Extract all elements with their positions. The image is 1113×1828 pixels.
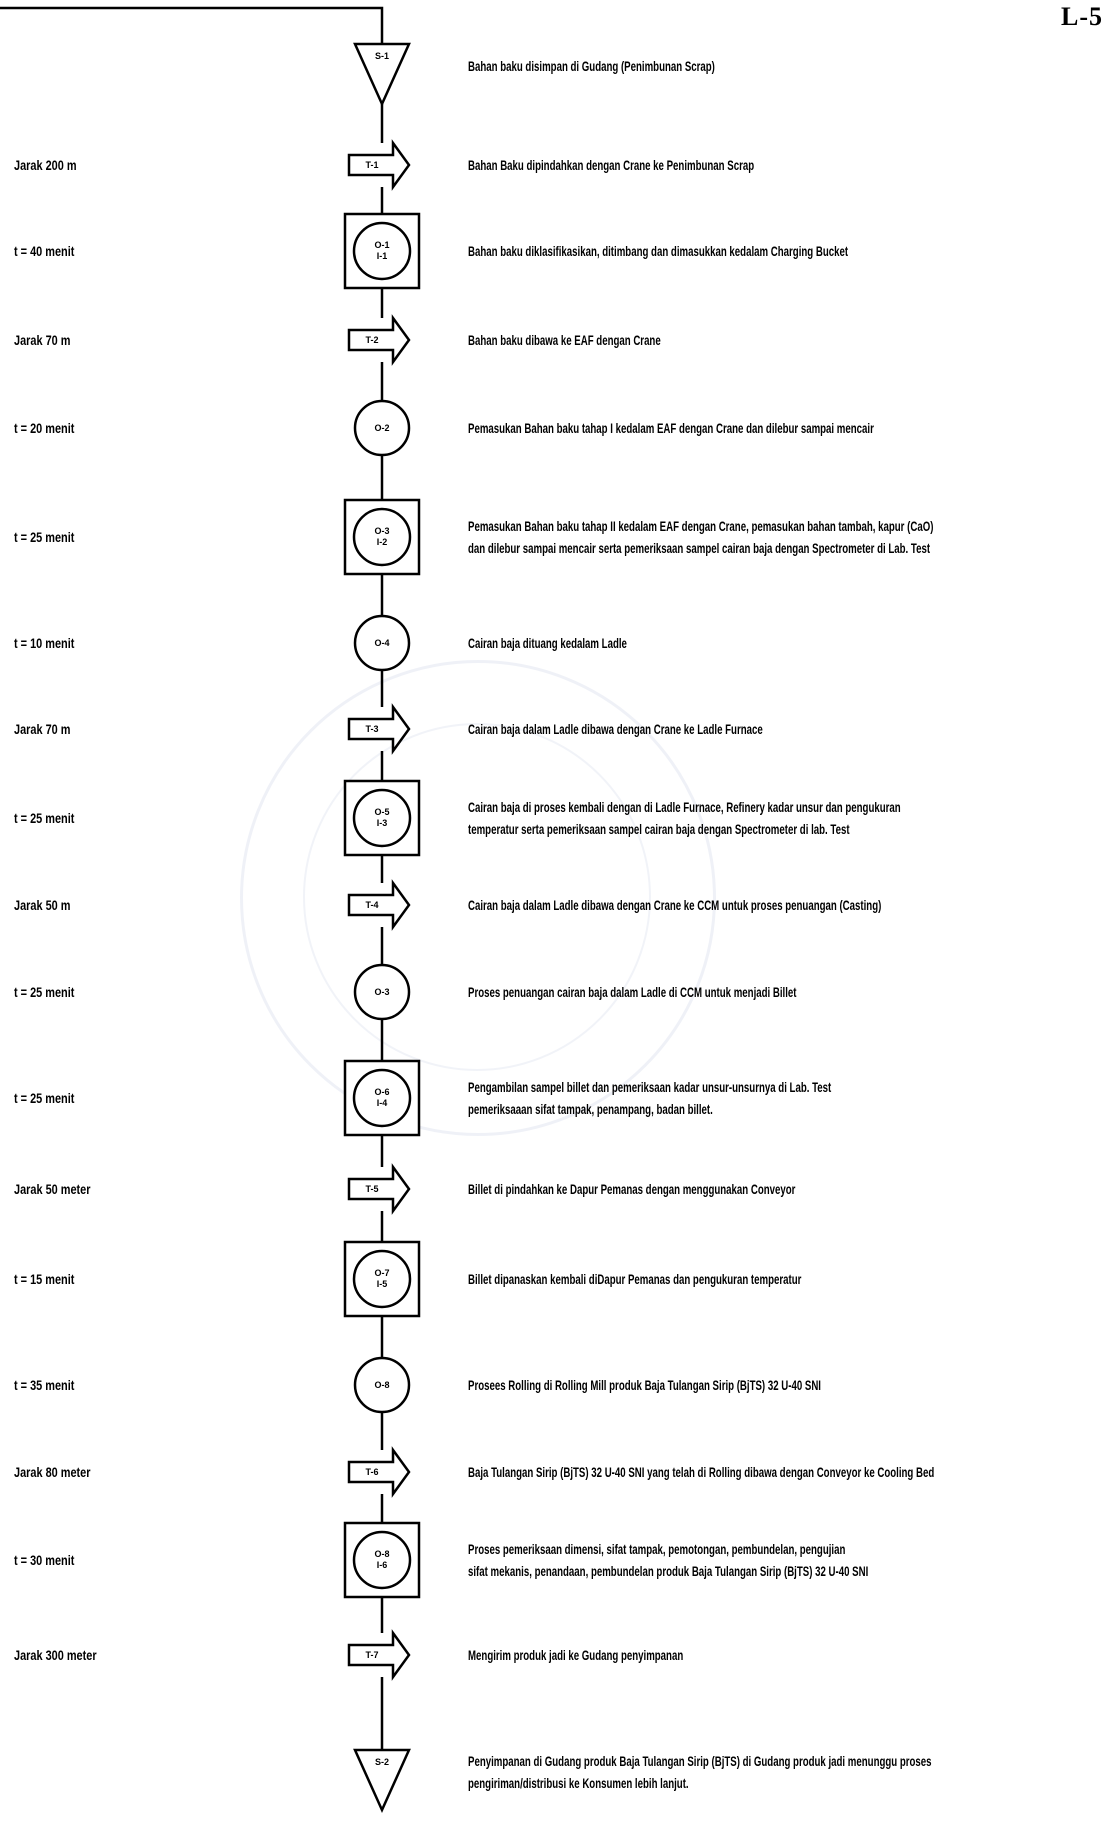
operation-circle-symbol	[352, 507, 412, 567]
step-description: Bahan baku disimpan di Gudang (Penimbuna…	[468, 58, 715, 74]
step-distance-label: Jarak 70 m	[14, 721, 71, 737]
step-time-label: t = 25 menit	[14, 529, 75, 545]
symbol-code: T-7	[365, 1649, 379, 1660]
step-time-label: t = 25 menit	[14, 1090, 75, 1106]
step-description: Proses pemeriksaan dimensi, sifat tampak…	[468, 1541, 869, 1579]
step-description: Bahan Baku dipindahkan dengan Crane ke P…	[468, 157, 755, 173]
flow-entry-line	[0, 6, 384, 44]
step-description: Mengirim produk jadi ke Gudang penyimpan…	[468, 1647, 684, 1663]
transport-arrow-symbol	[347, 1629, 411, 1681]
step-description: Bahan baku dibawa ke EAF dengan Crane	[468, 332, 661, 348]
symbol-code: S-2	[374, 1756, 389, 1767]
symbol-code: S-1	[374, 50, 389, 61]
step-description: Penyimpanan di Gudang produk Baja Tulang…	[468, 1753, 932, 1791]
step-time-label: t = 40 menit	[14, 243, 75, 259]
step-description: Cairan baja dalam Ladle dibawa dengan Cr…	[468, 721, 763, 737]
operation-circle-symbol	[352, 788, 412, 848]
operation-circle-symbol	[353, 1356, 411, 1414]
symbol-code: O-3	[374, 986, 390, 997]
step-distance-label: Jarak 50 m	[14, 897, 71, 913]
operation-circle-symbol	[352, 1068, 412, 1128]
transport-arrow-symbol	[347, 879, 411, 931]
operation-circle-symbol	[353, 614, 411, 672]
transport-arrow-symbol	[347, 703, 411, 755]
symbol-code: O-5 I-3	[374, 807, 390, 828]
step-description: Pemasukan Bahan baku tahap I kedalam EAF…	[468, 420, 874, 436]
symbol-code: O-2	[374, 422, 390, 433]
step-description: Cairan baja di proses kembali dengan di …	[468, 799, 901, 837]
symbol-code: O-6 I-4	[374, 1087, 390, 1108]
symbol-code: O-3 I-2	[374, 526, 390, 547]
step-description: Baja Tulangan Sirip (BjTS) 32 U-40 SNI y…	[468, 1464, 935, 1480]
step-description: Cairan baja dituang kedalam Ladle	[468, 635, 627, 651]
operation-circle-symbol	[352, 1249, 412, 1309]
step-time-label: t = 15 menit	[14, 1271, 75, 1287]
transport-arrow-symbol	[347, 1163, 411, 1215]
storage-triangle-symbol	[353, 1748, 411, 1814]
step-time-label: t = 10 menit	[14, 635, 75, 651]
operation-circle-symbol	[353, 399, 411, 457]
symbol-code: T-5	[365, 1183, 379, 1194]
symbol-code: O-7 I-5	[374, 1268, 390, 1289]
step-time-label: t = 30 menit	[14, 1552, 75, 1568]
step-distance-label: Jarak 80 meter	[14, 1464, 91, 1480]
step-description: Pengambilan sampel billet dan pemeriksaa…	[468, 1079, 832, 1117]
step-distance-label: Jarak 200 m	[14, 157, 77, 173]
operation-circle-symbol	[352, 221, 412, 281]
symbol-code: T-1	[365, 159, 379, 170]
step-distance-label: Jarak 300 meter	[14, 1647, 97, 1663]
transport-arrow-symbol	[347, 1446, 411, 1498]
symbol-code: T-3	[365, 723, 379, 734]
step-description: Cairan baja dalam Ladle dibawa dengan Cr…	[468, 897, 882, 913]
symbol-code: T-4	[365, 899, 379, 910]
symbol-code: T-6	[365, 1466, 379, 1477]
step-description: Billet di pindahkan ke Dapur Pemanas den…	[468, 1181, 796, 1197]
symbol-code: O-8	[374, 1379, 390, 1390]
step-description: Proses penuangan cairan baja dalam Ladle…	[468, 984, 797, 1000]
transport-arrow-symbol	[347, 314, 411, 366]
operation-circle-symbol	[352, 1530, 412, 1590]
page-label: L-5	[1061, 2, 1103, 31]
symbol-code: T-2	[365, 334, 379, 345]
step-time-label: t = 25 menit	[14, 810, 75, 826]
transport-arrow-symbol	[347, 139, 411, 191]
storage-triangle-symbol	[353, 42, 411, 108]
symbol-code: O-8 I-6	[374, 1549, 390, 1570]
symbol-code: O-1 I-1	[374, 240, 390, 261]
step-description: Pemasukan Bahan baku tahap II kedalam EA…	[468, 518, 934, 556]
step-description: Billet dipanaskan kembali diDapur Pemana…	[468, 1271, 802, 1287]
step-time-label: t = 20 menit	[14, 420, 75, 436]
step-description: Bahan baku diklasifikasikan, ditimbang d…	[468, 243, 849, 259]
operation-circle-symbol	[353, 963, 411, 1021]
step-time-label: t = 25 menit	[14, 984, 75, 1000]
step-description: Prosees Rolling di Rolling Mill produk B…	[468, 1377, 821, 1393]
step-time-label: t = 35 menit	[14, 1377, 75, 1393]
step-distance-label: Jarak 50 meter	[14, 1181, 91, 1197]
symbol-code: O-4	[374, 637, 390, 648]
step-distance-label: Jarak 70 m	[14, 332, 71, 348]
